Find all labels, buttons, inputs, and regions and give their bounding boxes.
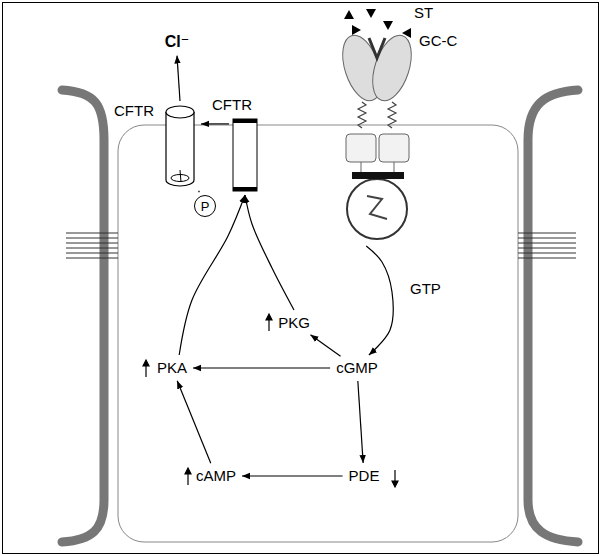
up-arrow [187,473,188,485]
protein-name: CFTR [114,102,154,120]
frame [3,3,599,554]
up-arrow [268,319,269,331]
up-arrow-head [185,468,191,474]
pathway-arrow [201,123,229,124]
junction-left [62,90,118,542]
triangle [352,25,361,35]
channel-top [166,106,194,118]
ion-label: Cl⁻ [165,33,189,50]
cell-outline [118,125,518,542]
receptor: GC-C [340,28,415,243]
pathway-arrow [358,381,363,463]
pathway-arrow [179,195,245,355]
channel-tick [180,170,181,182]
substrate-label: GTP [410,280,441,298]
pathway-arrow [177,56,180,101]
kinase-label: PKA [157,359,187,376]
open-channel: CFTR [162,104,198,188]
ion-label: Cl⁻ [162,31,192,52]
toxin-triangles [344,9,411,38]
bond-line [198,191,200,192]
up-arrow-head [266,314,272,320]
channel-body [233,119,257,191]
toxin-label: ST [414,4,433,22]
closed-channel: CFTR [232,118,258,192]
pathway-arrow [310,335,340,357]
neighbour-cell [62,90,104,542]
protein-name: CFTR [212,96,252,114]
kinase-homology-domain [379,134,409,162]
catalytic-domain [347,179,407,239]
enzyme-label: PDE [349,467,380,484]
down-arrow [394,470,395,482]
messenger-label: cGMP [336,359,378,376]
channel-outline [166,112,194,186]
transmembrane-helix [358,102,396,128]
triangle [383,21,393,30]
receptor-dimer-link [369,38,385,58]
up-arrow [145,365,146,377]
kinase-label: PKG [278,314,310,331]
triangle [344,10,354,19]
open-channel-shape [162,104,198,188]
kinase-label: PKG [275,313,313,333]
closed-channel-shape [232,118,258,192]
phosphate-circle: P [194,195,216,217]
catalytic-fold [367,196,387,219]
triangle [366,9,376,18]
kinase-homology-domain [346,134,376,162]
enzyme-label: PDE [346,466,383,486]
phosphate-label: P [201,200,210,213]
messenger-label: cGMP [333,358,381,378]
up-arrow-head [143,360,149,366]
pathway-arrow [177,381,211,463]
receptor-lobe [365,30,418,105]
junction-right [518,90,578,542]
pathway-arrow [193,367,330,368]
hinge-bar [352,172,404,179]
kinase-label: PKA [154,358,190,378]
messenger-label: cAMP [193,466,239,486]
messenger-label: cAMP [196,467,236,484]
tight-junction-lines [66,233,118,258]
pathway-arrow [242,475,343,476]
pathway-arrow [366,246,393,355]
pathway-arrow [245,195,294,310]
channel-cap [233,187,257,191]
tight-junction-lines [518,233,576,258]
protein-name: GC-C [419,32,457,50]
channel-cap [233,119,257,123]
neighbour-cell [528,90,578,542]
channel-body [166,112,194,186]
down-arrow-head [392,481,398,487]
receptor-shape [340,28,415,243]
